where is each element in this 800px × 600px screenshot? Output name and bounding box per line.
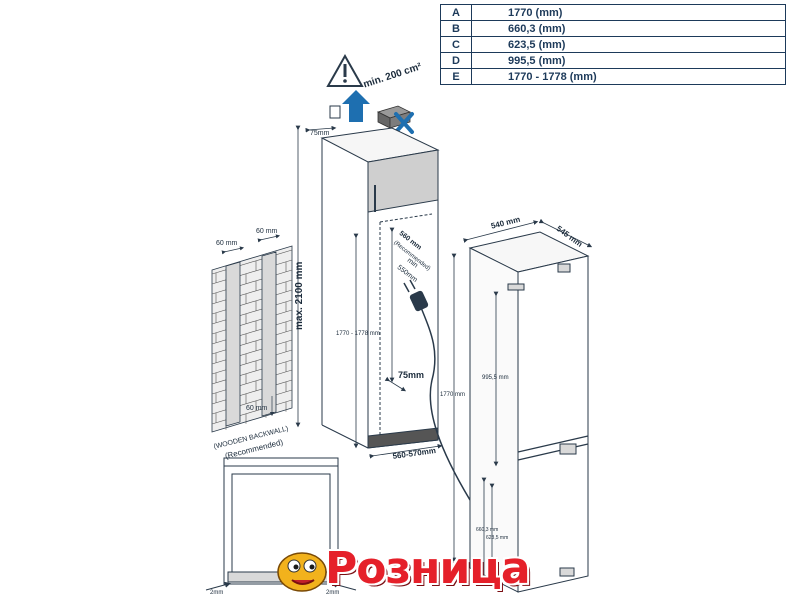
max-height-label: max. 2100 mm (294, 261, 305, 330)
dim-d-label: 995,5 mm (482, 375, 509, 381)
side-gap-left-label: 2mm (210, 590, 224, 596)
bottom-depth-line (384, 376, 407, 392)
bottom-depth-label: 75mm (398, 370, 425, 380)
fridge-width-line (463, 220, 539, 243)
warning-icon (326, 53, 364, 87)
gap-right-line (257, 234, 281, 243)
brand-logo: Розница (325, 543, 531, 594)
top-depth-label: 75mm (310, 130, 330, 137)
gap-left-line (221, 246, 245, 255)
cross-icon (394, 112, 414, 134)
plug-icon (403, 279, 429, 312)
cabinet-niche (320, 127, 440, 449)
brick-wall (211, 245, 293, 433)
niche-height-label: 1770 - 1778 mm (336, 331, 380, 337)
dim-c-label: 623,5 mm (486, 535, 509, 541)
mascot-icon (277, 552, 327, 592)
gap-right-label: 60 mm (256, 228, 278, 235)
airflow-arrow-icon (342, 90, 370, 122)
niche-width-line (369, 443, 443, 459)
top-depth-line (305, 125, 337, 133)
fridge-height-label: 1770 mm (440, 392, 466, 398)
dimension-value: 1770 - 1778 (mm) (471, 68, 786, 85)
socket-symbol-icon (329, 105, 341, 119)
vent-box-icon (376, 105, 412, 129)
side-gap-right-label: 2mm (326, 590, 340, 596)
gap-left-label: 60 mm (216, 240, 238, 247)
dim-b-label: 660,3 mm (476, 527, 499, 533)
gap-bottom-label: 60 mm (246, 405, 268, 412)
fridge-depth-line (538, 218, 593, 248)
